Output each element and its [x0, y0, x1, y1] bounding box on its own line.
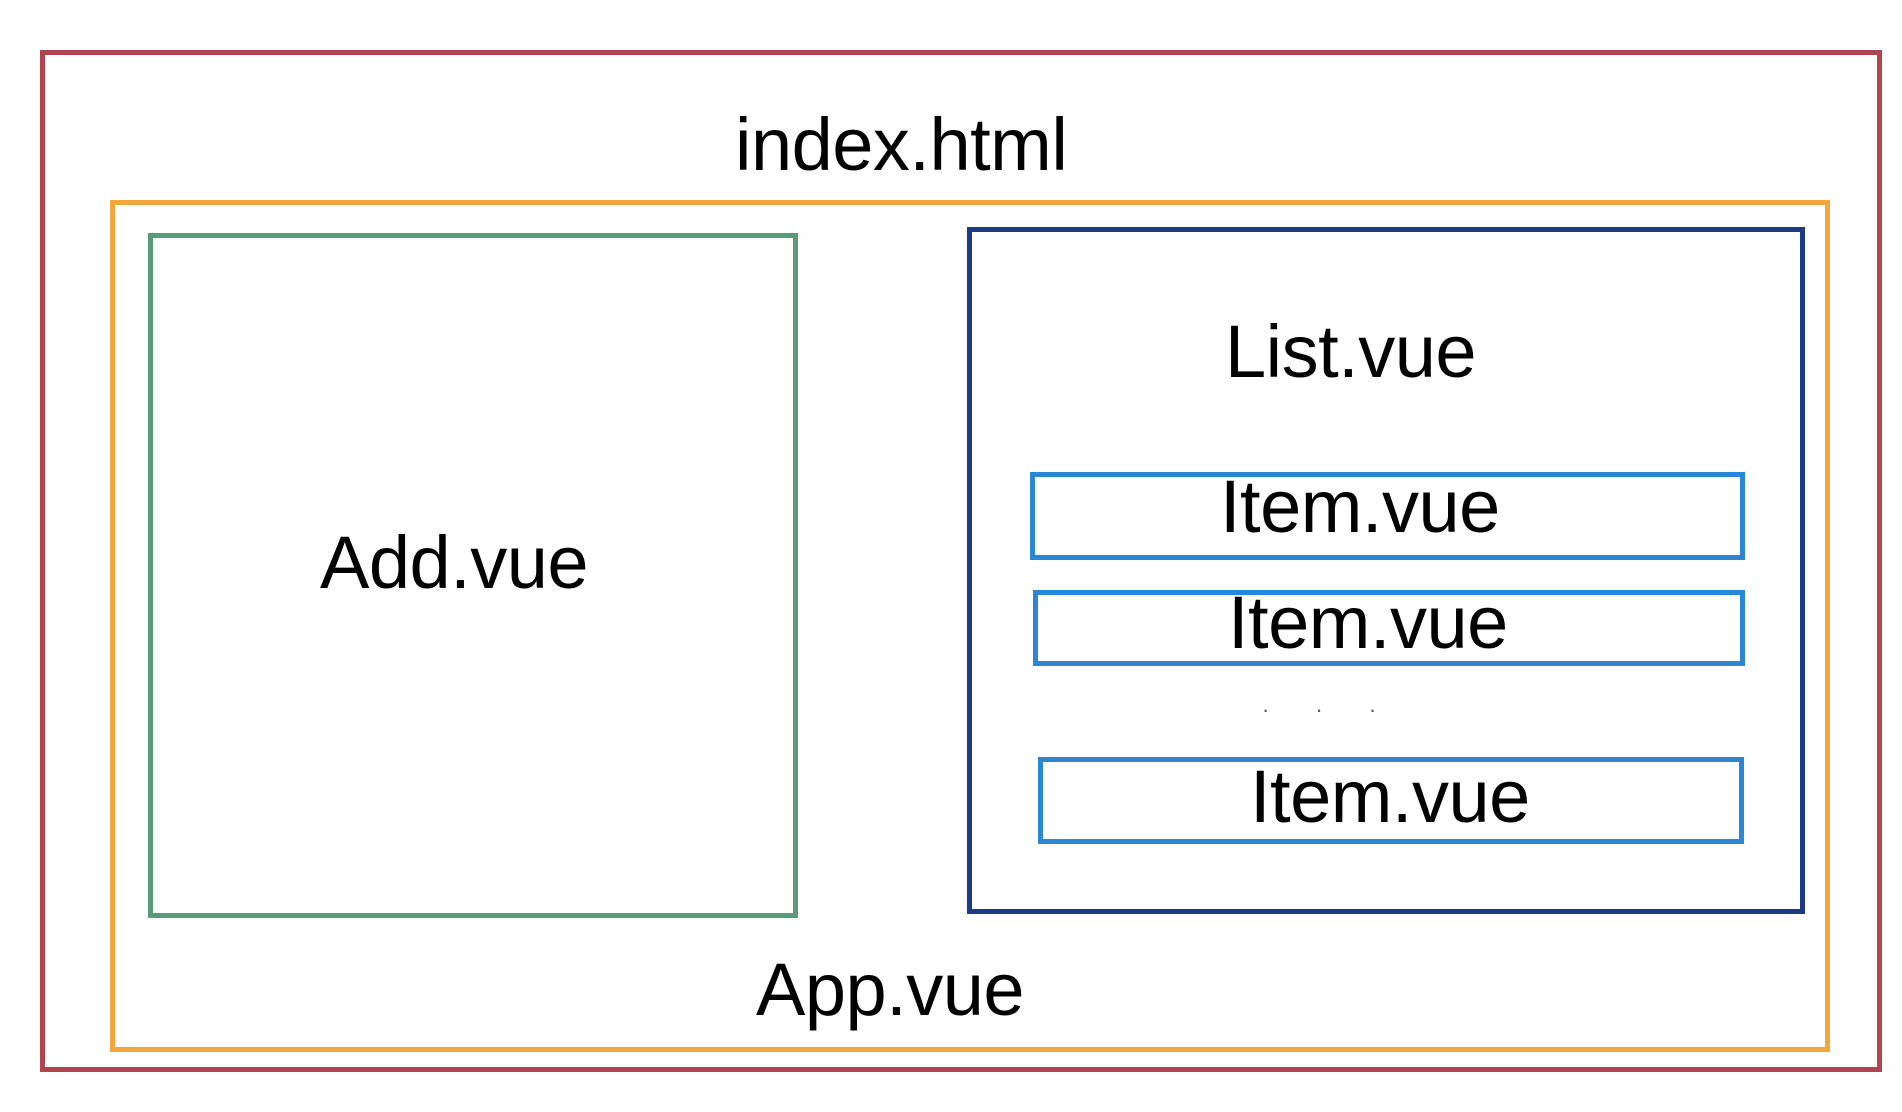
item-vue-box — [1033, 590, 1745, 666]
index-html-frame — [40, 50, 1882, 1072]
item-vue-label: Item.vue — [1250, 755, 1530, 838]
app-vue-label: App.vue — [756, 948, 1025, 1031]
add-vue-label: Add.vue — [320, 521, 589, 604]
index-html-label: index.html — [735, 103, 1068, 186]
add-vue-box — [148, 233, 798, 918]
app-vue-frame — [110, 200, 1830, 1052]
ellipsis-dots: · · · — [1262, 697, 1397, 722]
list-vue-label: List.vue — [1225, 310, 1477, 393]
item-vue-box — [1038, 757, 1744, 844]
item-vue-box — [1030, 472, 1745, 560]
list-vue-box — [967, 227, 1805, 914]
item-vue-label: Item.vue — [1220, 465, 1500, 548]
item-vue-label: Item.vue — [1228, 581, 1508, 664]
